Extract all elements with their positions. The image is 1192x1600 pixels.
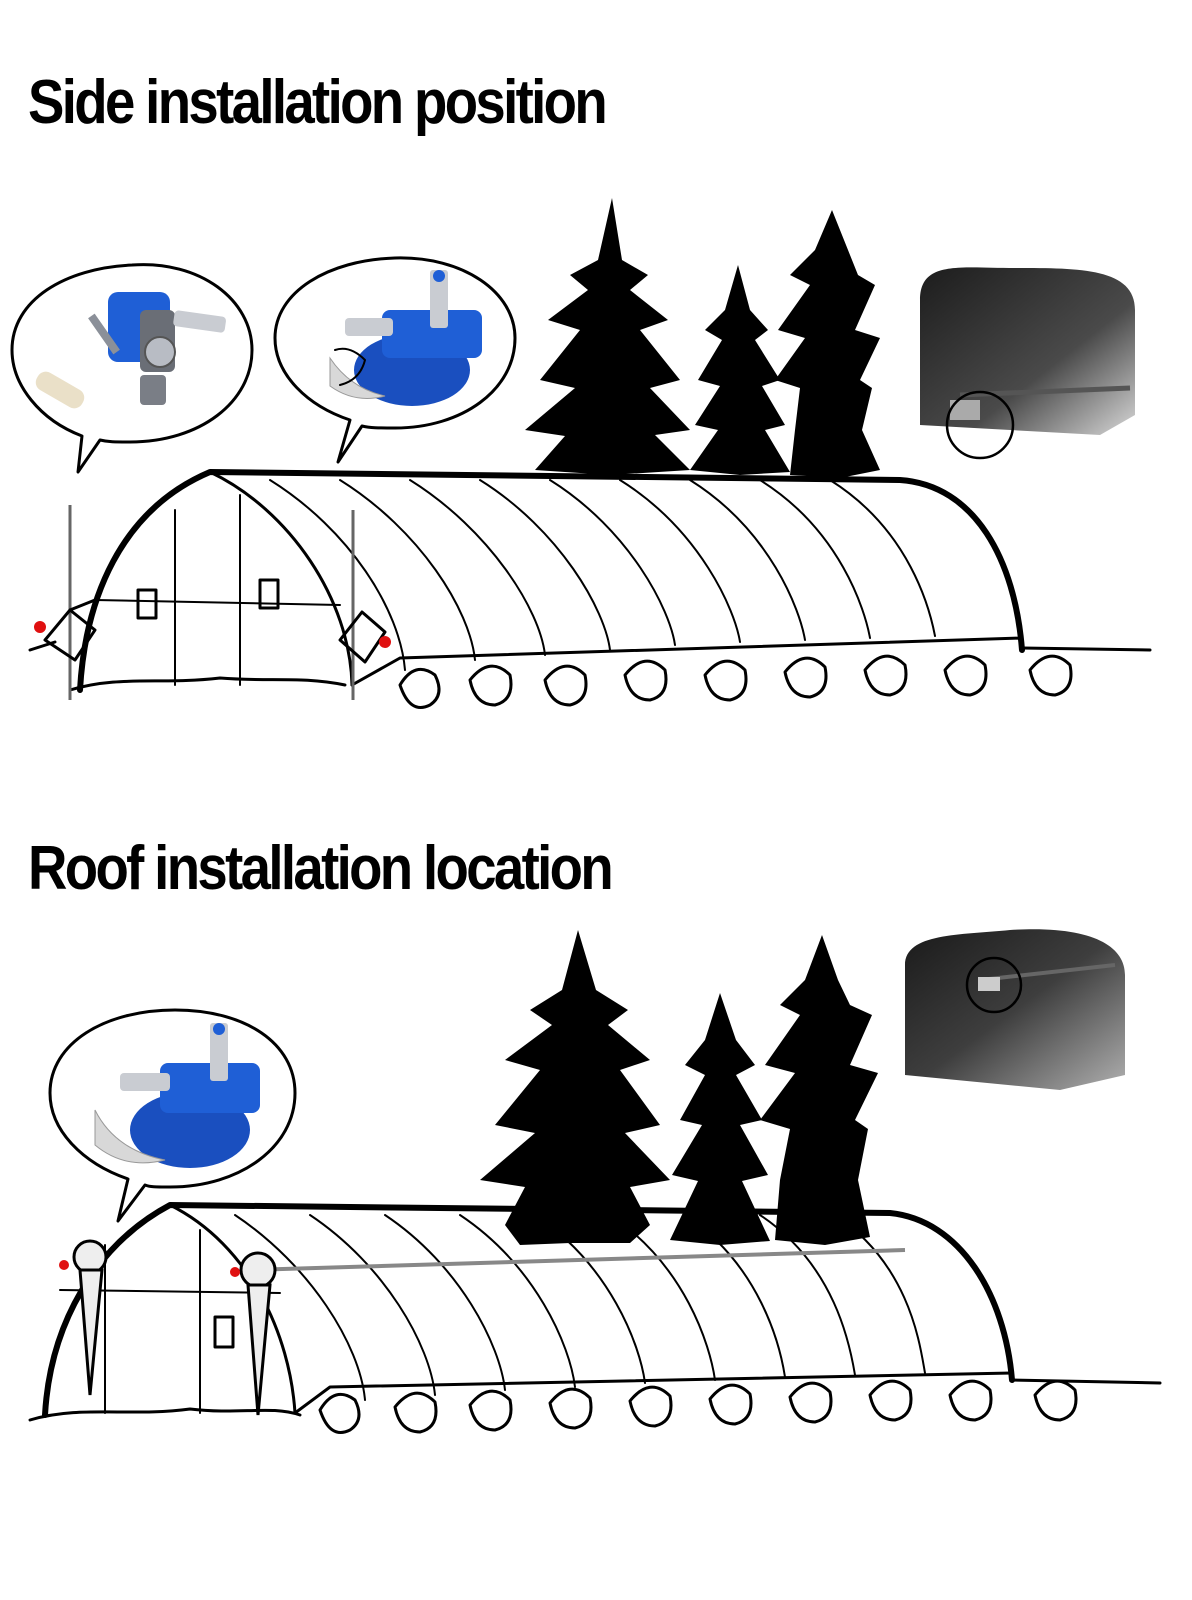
red-marker-icon	[230, 1267, 240, 1277]
crank-device-right	[338, 610, 387, 664]
hand-crank-winch-icon	[35, 292, 226, 409]
roof-installation-illustration	[28, 929, 1162, 1434]
highlight-circle-icon	[965, 956, 1023, 1014]
plant-icon	[398, 654, 1073, 709]
crank-device-right	[239, 1251, 277, 1416]
plant-icon	[318, 1379, 1078, 1434]
roof-installation-title: Roof installation location	[28, 834, 614, 903]
crank-device-left	[28, 598, 97, 662]
speech-bubble-crank	[10, 263, 254, 474]
red-marker-icon	[34, 621, 46, 633]
red-marker-icon	[59, 1260, 69, 1270]
tree-icon	[525, 198, 880, 478]
highlight-circle-icon	[945, 390, 1015, 460]
roll-up-gearbox-icon	[329, 270, 482, 406]
greenhouse-photo-side	[920, 267, 1135, 460]
speech-bubble-gearbox	[273, 256, 517, 464]
red-marker-icon	[379, 636, 391, 648]
roll-up-gearbox-icon	[94, 1023, 260, 1168]
side-installation-illustration	[10, 198, 1152, 709]
greenhouse-photo-roof	[905, 929, 1125, 1090]
tree-icon	[480, 930, 878, 1245]
side-installation-title: Side installation position	[28, 68, 608, 137]
speech-bubble-gearbox	[48, 1008, 297, 1223]
crank-device-left	[72, 1239, 108, 1396]
greenhouse-side	[68, 469, 1152, 700]
